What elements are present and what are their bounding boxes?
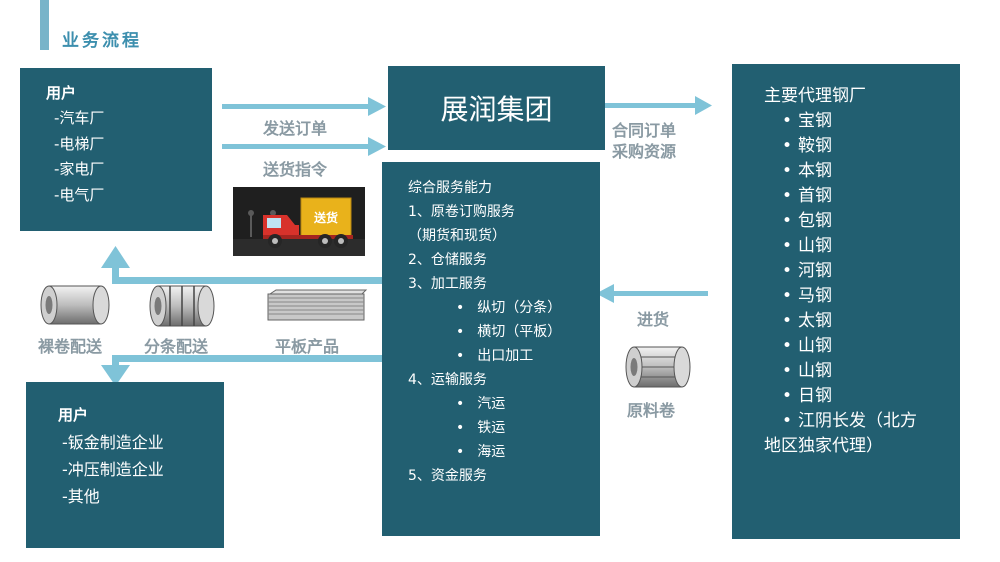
delivery-instruction-arrow-head bbox=[368, 137, 386, 156]
raw-coil-label: 原料卷 bbox=[627, 401, 676, 420]
to-bottom-arrow-head bbox=[101, 365, 130, 386]
mill-item: 首钢 bbox=[764, 184, 960, 209]
mill-item: 日钢 bbox=[764, 384, 960, 409]
users-bottom-heading: 用户 bbox=[58, 406, 89, 424]
return-top-arrow-head bbox=[101, 246, 130, 268]
contract-order-label: 合同订单 采购资源 bbox=[612, 120, 676, 162]
send-order-arrow-shaft bbox=[222, 104, 370, 109]
users-top-box: 用户 -汽车厂 -电梯厂 -家电厂 -电气厂 bbox=[20, 68, 212, 231]
services-subline: 横切（平板） bbox=[408, 320, 600, 344]
users-bottom-item: -冲压制造企业 bbox=[62, 460, 164, 479]
mill-item: 宝钢 bbox=[764, 109, 960, 134]
delivery-instruction-arrow-shaft bbox=[222, 144, 370, 149]
services-subline: 出口加工 bbox=[408, 344, 600, 368]
truck-sign: 送货 bbox=[313, 210, 338, 225]
mill-item: 江阴长发（北方 bbox=[764, 409, 960, 434]
group-name: 展润集团 bbox=[440, 93, 553, 126]
mill-item: 太钢 bbox=[764, 309, 960, 334]
bare-coil-icon bbox=[40, 285, 110, 325]
users-top-item: -家电厂 bbox=[54, 160, 105, 178]
services-line: 4、运输服务 bbox=[408, 372, 487, 388]
contract-order-line: 合同订单 bbox=[612, 121, 677, 140]
page-title: 业务流程 bbox=[62, 31, 142, 51]
mills-title: 主要代理钢厂 bbox=[764, 86, 866, 106]
users-top-heading: 用户 bbox=[46, 84, 77, 102]
title-accent-bar bbox=[40, 0, 49, 50]
mills-box: 主要代理钢厂 宝钢 鞍钢 本钢 首钢 包钢 山钢 河钢 马钢 太钢 山钢 山钢 … bbox=[732, 64, 960, 539]
services-subline: 汽运 bbox=[408, 392, 600, 416]
users-top-item: -汽车厂 bbox=[54, 109, 105, 127]
mill-item: 山钢 bbox=[764, 359, 960, 384]
services-line: 5、资金服务 bbox=[408, 468, 487, 484]
services-subline: 铁运 bbox=[408, 416, 600, 440]
slit-coil-icon bbox=[149, 285, 215, 327]
contract-order-line: 采购资源 bbox=[612, 142, 677, 161]
contract-order-arrow-head bbox=[695, 96, 712, 115]
services-line: 综合服务能力 bbox=[408, 180, 492, 196]
to-bottom-arrow-horizontal bbox=[112, 355, 382, 362]
mill-item: 马钢 bbox=[764, 284, 960, 309]
services-subline: 海运 bbox=[408, 440, 600, 464]
users-top-item: -电梯厂 bbox=[54, 134, 105, 153]
services-line: 1、原卷订购服务 bbox=[408, 204, 515, 220]
to-bottom-arrow-vertical bbox=[112, 355, 119, 367]
bare-coil-label: 裸卷配送 bbox=[38, 337, 103, 356]
delivery-truck-icon: 送货 bbox=[233, 187, 365, 256]
services-box: 综合服务能力 1、原卷订购服务 （期货和现货） 2、仓储服务 3、加工服务 纵切… bbox=[382, 162, 600, 536]
send-order-label: 发送订单 bbox=[263, 119, 328, 138]
flat-product-label: 平板产品 bbox=[275, 337, 340, 356]
services-line: 2、仓储服务 bbox=[408, 252, 487, 268]
users-bottom-box: 用户 -钣金制造企业 -冲压制造企业 -其他 bbox=[26, 382, 224, 548]
mill-item-tail: 地区独家代理） bbox=[764, 436, 883, 456]
slit-coil-label: 分条配送 bbox=[144, 337, 209, 356]
mill-item: 本钢 bbox=[764, 159, 960, 184]
incoming-arrow-shaft bbox=[612, 291, 708, 296]
delivery-instruction-label: 送货指令 bbox=[263, 160, 328, 179]
mill-item: 鞍钢 bbox=[764, 134, 960, 159]
users-bottom-item: -钣金制造企业 bbox=[62, 433, 164, 452]
mill-item: 山钢 bbox=[764, 334, 960, 359]
users-top-item: -电气厂 bbox=[54, 185, 105, 204]
incoming-label: 进货 bbox=[637, 310, 670, 329]
services-line: （期货和现货） bbox=[408, 228, 506, 244]
services-subline: 纵切（分条） bbox=[408, 296, 600, 320]
incoming-arrow-head bbox=[596, 284, 614, 303]
users-bottom-item: -其他 bbox=[62, 487, 100, 506]
group-box: 展润集团 bbox=[388, 66, 605, 150]
flat-sheet-icon bbox=[267, 289, 368, 321]
raw-coil-icon bbox=[625, 346, 691, 388]
mill-item: 包钢 bbox=[764, 209, 960, 234]
return-top-arrow-horizontal bbox=[112, 277, 382, 284]
send-order-arrow-head bbox=[368, 97, 386, 116]
contract-order-arrow-shaft bbox=[605, 103, 697, 108]
mill-item: 河钢 bbox=[764, 259, 960, 284]
mill-item: 山钢 bbox=[764, 234, 960, 259]
return-top-arrow-vertical bbox=[112, 266, 119, 284]
services-line: 3、加工服务 bbox=[408, 276, 487, 292]
